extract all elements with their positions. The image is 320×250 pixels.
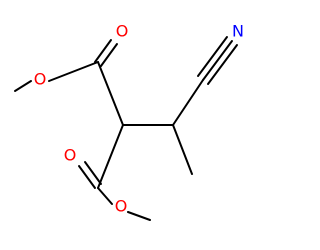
atom-label-nitrile-nitrogen: N	[232, 22, 244, 41]
bond-lower-carbonyl-double-a	[78, 165, 96, 189]
atom-label-lower-ether-oxygen: O	[115, 197, 128, 216]
bond-lower-ether-o-methyl	[127, 211, 151, 221]
bond-upper-carbonyl-c-central-c	[97, 61, 124, 126]
bond-upper-ether-o-carbonyl-c	[48, 61, 99, 82]
bond-lower-carbonyl-double-b	[84, 161, 102, 185]
molecule-structure: O O N O O	[14, 21, 244, 221]
bond-lower-carbonyl-c-ether-o	[97, 187, 113, 205]
bond-ch-methyl	[172, 124, 193, 175]
bond-methyl-upper-ether-o	[14, 80, 32, 92]
atom-label-upper-ether-oxygen: O	[34, 70, 47, 89]
bond-ch-nitrile-c	[172, 79, 204, 126]
bond-nitrile-triple-c	[207, 44, 238, 85]
bonds	[14, 36, 238, 221]
bond-upper-carbonyl-double-a	[94, 39, 112, 63]
atom-label-upper-carbonyl-oxygen: O	[116, 22, 129, 41]
bond-nitrile-triple-a	[197, 36, 228, 77]
bond-upper-carbonyl-double-b	[100, 43, 118, 67]
atom-labels: O O N O O	[34, 22, 244, 216]
bond-nitrile-triple-b	[202, 40, 233, 81]
atom-label-lower-carbonyl-oxygen: O	[64, 146, 77, 165]
bond-central-c-lower-carbonyl-c	[97, 124, 124, 189]
